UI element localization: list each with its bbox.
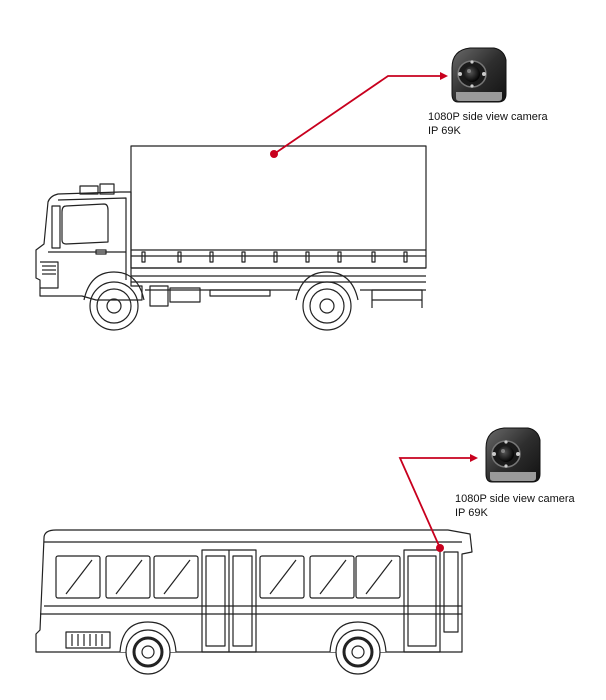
truck-front-wheel [83, 271, 145, 331]
bus-engine-grille [65, 631, 111, 649]
bus-front-door [403, 549, 441, 653]
side-view-camera-icon [451, 47, 507, 103]
truck-outline [35, 145, 427, 331]
bus-camera-label: 1080P side view camera IP 69K [455, 492, 575, 520]
bus-windows [55, 555, 401, 599]
truck-camera-pointer [270, 72, 448, 158]
bus-camera-name: 1080P side view camera [455, 493, 575, 505]
bus-body [35, 529, 473, 653]
truck-camera-name: 1080P side view camera [428, 111, 548, 123]
bus-camera-pointer [398, 454, 478, 552]
truck-tarp-straps [141, 251, 408, 263]
bus-middle-door [201, 549, 257, 653]
bus-camera-rating: IP 69K [455, 507, 488, 519]
bus-outline [35, 529, 473, 675]
truck-camera-rating: IP 69K [428, 125, 461, 137]
bus-rear-wheel [119, 621, 177, 675]
truck-cab [35, 191, 143, 301]
truck-camera-label: 1080P side view camera IP 69K [428, 110, 548, 138]
truck-cab-window [61, 203, 109, 245]
bus-front-wheel [329, 621, 387, 675]
truck-rear-wheel [295, 271, 359, 331]
side-view-camera-icon [485, 427, 541, 483]
